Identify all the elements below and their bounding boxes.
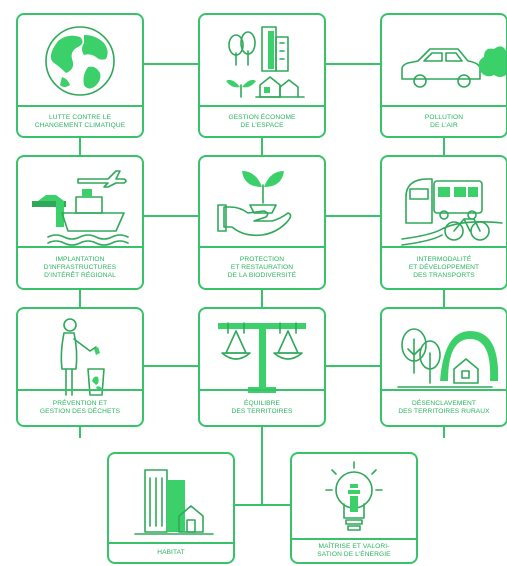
lightbulb-icon: [325, 461, 383, 531]
card-label: INTERMODALITÉ ET DÉVELOPPEMENT DES TRANS…: [382, 246, 506, 288]
card-climate: LUTTE CONTRE LE CHANGEMENT CLIMATIQUE: [16, 13, 144, 138]
card-label: ÉQUILIBRE DES TERRITOIRES: [200, 389, 324, 425]
hand-seedling-icon: [217, 171, 292, 237]
card-rural: DÉSENCLAVEMENT DES TERRITOIRES RURAUX: [380, 307, 507, 427]
card-label: MAÎTRISE ET VALORI- SATION DE L'ÉNERGIE: [292, 538, 416, 562]
train-bus-bike-icon: [401, 178, 503, 246]
card-infrastructures: IMPLANTATION D'INFRASTRUCTURES D'INTÉRÊT…: [16, 155, 144, 290]
card-transports: INTERMODALITÉ ET DÉVELOPPEMENT DES TRANS…: [380, 155, 507, 290]
card-label: DÉSENCLAVEMENT DES TERRITOIRES RURAUX: [382, 389, 506, 425]
card-label: POLLUTION DE L'AIR: [382, 105, 506, 136]
card-biodiversity: PROTECTION ET RESTAURATION DE LA BIODIVE…: [198, 155, 326, 290]
card-territories: ÉQUILIBRE DES TERRITOIRES: [198, 307, 326, 427]
card-label: PROTECTION ET RESTAURATION DE LA BIODIVE…: [200, 246, 324, 288]
card-label: PRÉVENTION ET GESTION DES DÉCHETS: [18, 389, 142, 425]
card-label: IMPLANTATION D'INFRASTRUCTURES D'INTÉRÊT…: [18, 246, 142, 288]
trees-and-buildings-icon: [226, 26, 305, 98]
car-exhaust-icon: [401, 46, 506, 88]
card-habitat: HABITAT: [107, 452, 235, 564]
card-air: POLLUTION DE L'AIR: [380, 13, 507, 138]
card-energy: MAÎTRISE ET VALORI- SATION DE L'ÉNERGIE: [290, 452, 418, 564]
plane-ship-road-icon: [32, 170, 129, 246]
rural-house-trees-icon: [397, 328, 499, 388]
buildings-house-icon: [134, 469, 214, 535]
globe-icon: [45, 26, 115, 96]
card-label: GESTION ÉCONOME DE L'ESPACE: [200, 105, 324, 136]
card-label: LUTTE CONTRE LE CHANGEMENT CLIMATIQUE: [18, 105, 142, 136]
card-waste: PRÉVENTION ET GESTION DES DÉCHETS: [16, 307, 144, 427]
card-label: HABITAT: [109, 542, 233, 562]
person-recycling-icon: [60, 318, 105, 396]
card-space: GESTION ÉCONOME DE L'ESPACE: [198, 13, 326, 138]
